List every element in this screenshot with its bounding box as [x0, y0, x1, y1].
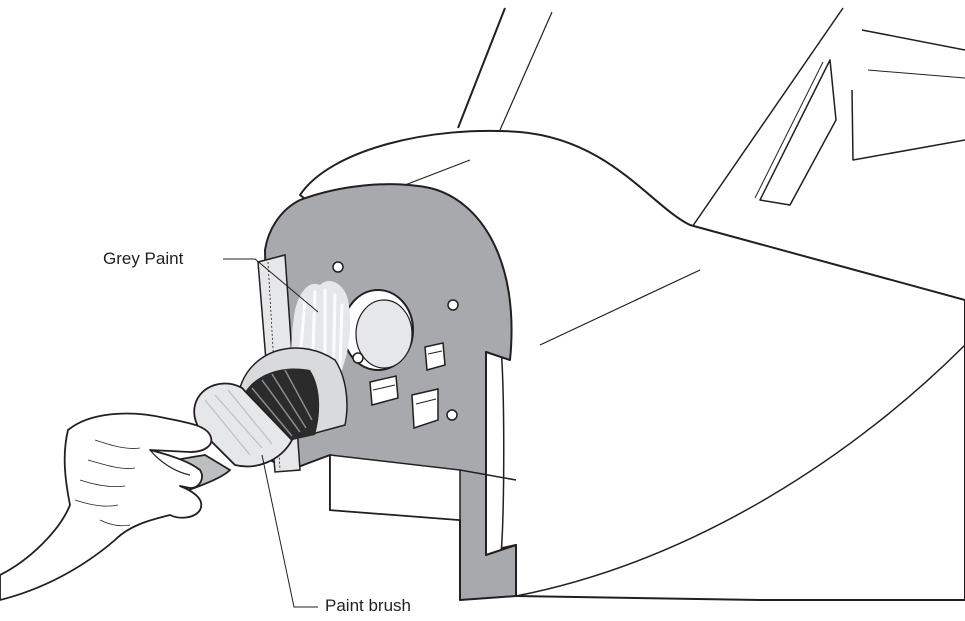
grey-paint-label: Grey Paint — [103, 249, 184, 268]
hand-holding-brush-icon — [0, 412, 213, 601]
paint-brush-icon — [105, 347, 348, 508]
grey-paint-leader — [223, 258, 319, 313]
paint-brush-label: Paint brush — [325, 596, 411, 615]
paint-brush-leader — [261, 454, 318, 608]
callout-leaders — [223, 258, 319, 608]
